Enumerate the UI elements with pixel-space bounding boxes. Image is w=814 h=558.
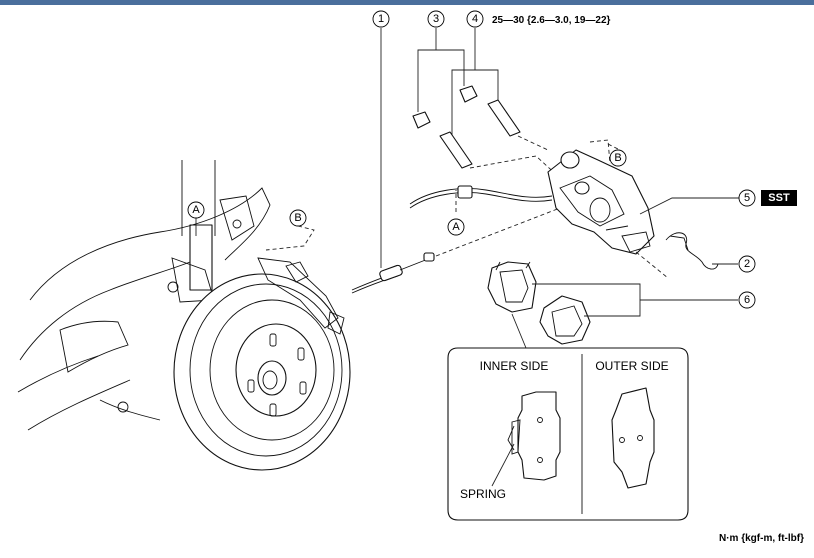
outer-side-label: OUTER SIDE <box>595 359 668 373</box>
torque-spec: 25—30 {2.6—3.0, 19—22} <box>492 15 611 26</box>
callout-4-label: 4 <box>472 13 478 25</box>
parking-brake-cable: 1 <box>351 10 561 294</box>
caliper-bolts: 3 4 25—30 {2.6—3.0, 19—22} <box>412 10 611 179</box>
sst-badge: SST <box>768 192 790 204</box>
marker-b-left-label: B <box>294 212 301 224</box>
inner-side-label: INNER SIDE <box>480 359 549 373</box>
spring-clip: 2 <box>665 232 756 273</box>
header-bar <box>0 0 814 5</box>
marker-b-left: B <box>265 209 315 251</box>
callout-2-label: 2 <box>744 258 750 270</box>
marker-a-left: A <box>187 201 205 236</box>
brake-pads: 6 <box>487 261 756 349</box>
sst-badge-bg <box>761 190 797 206</box>
spring-label: SPRING <box>460 487 506 501</box>
marker-b-right-label: B <box>614 152 621 164</box>
marker-a-right-label: A <box>452 221 460 233</box>
callout-3-label: 3 <box>433 13 439 25</box>
marker-a-right: A <box>447 190 465 236</box>
marker-a-left-label: A <box>192 204 200 216</box>
marker-b-right: B <box>607 143 627 167</box>
callout-5-label: 5 <box>744 192 750 204</box>
callout-6-label: 6 <box>744 294 750 306</box>
hub-assembly <box>17 160 351 471</box>
units-note: N·m {kgf-m, ft-lbf} <box>719 533 804 544</box>
callout-1-label: 1 <box>378 13 384 25</box>
pad-inset: INNER SIDE OUTER SIDE SPRING <box>447 347 689 521</box>
brake-caliper: 5 SST <box>409 139 797 279</box>
